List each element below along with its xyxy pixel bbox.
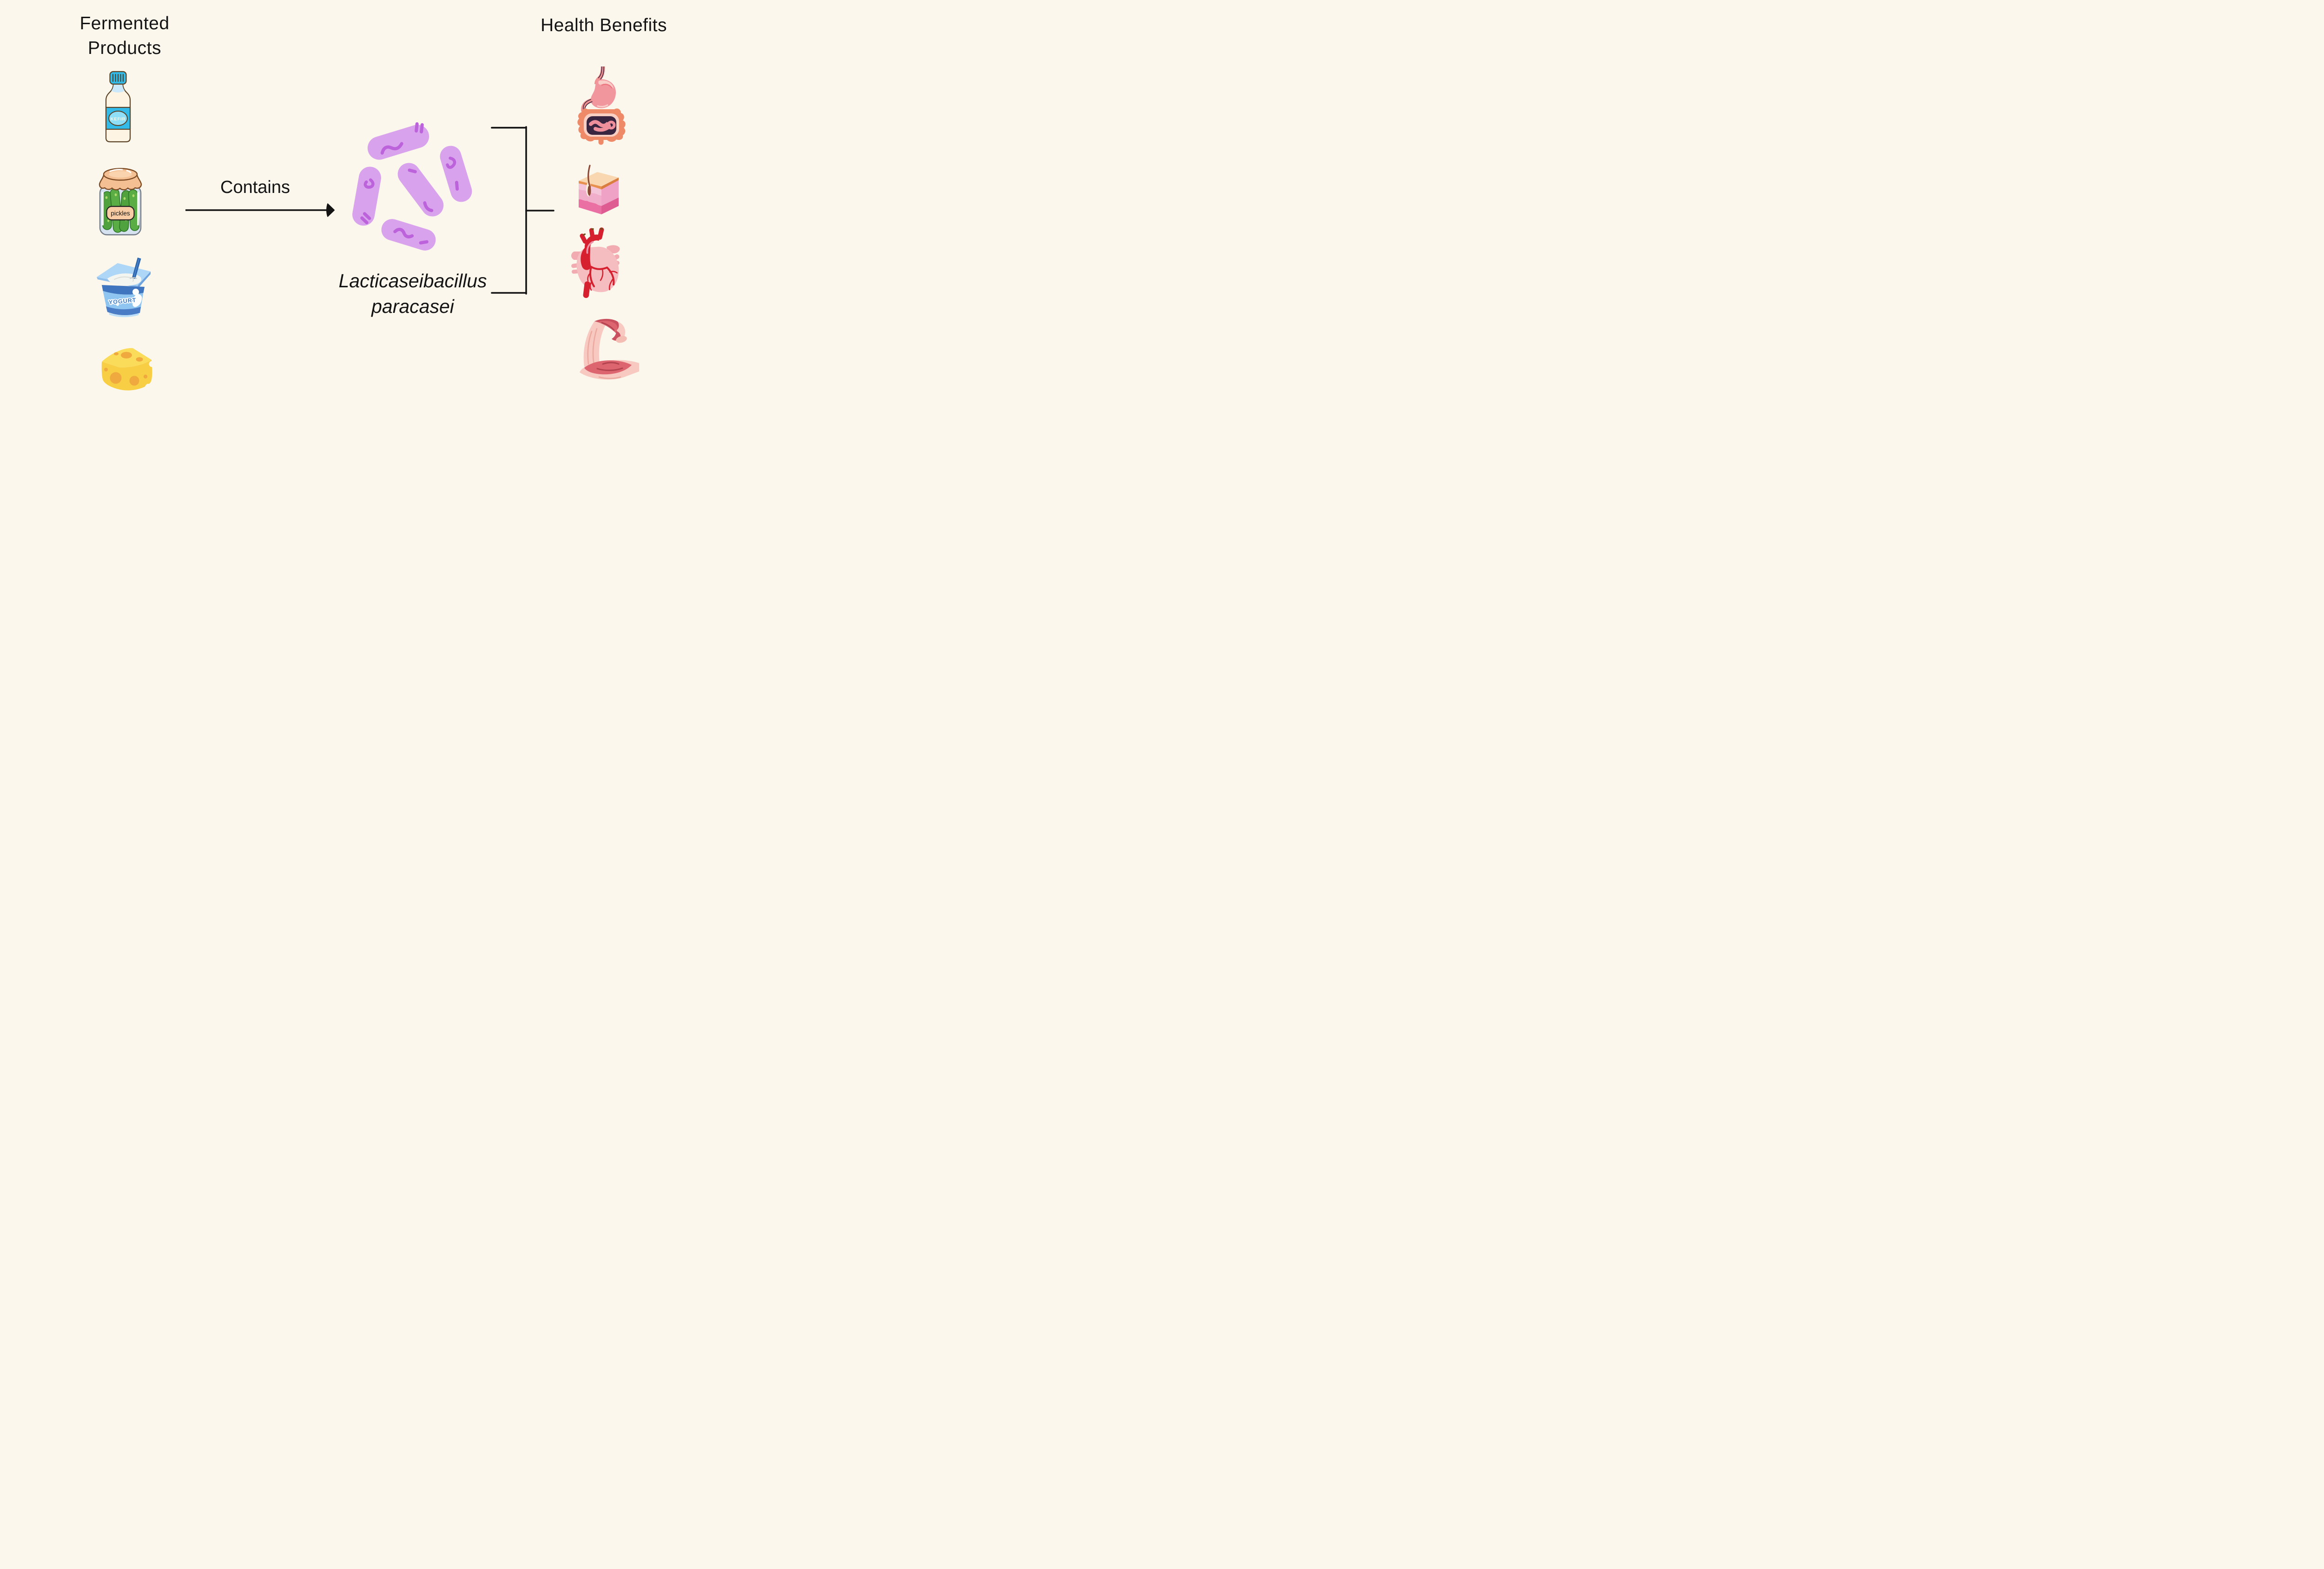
jar-shine-right	[137, 192, 139, 225]
cheese-wedge-icon	[101, 348, 155, 391]
cheese-notches	[145, 361, 155, 391]
aorta-tips	[582, 228, 603, 236]
bacterium-right	[440, 146, 472, 202]
bacterium-bottom	[381, 219, 436, 251]
bacterium-left	[352, 166, 381, 226]
intestines	[577, 108, 626, 145]
yogurt-spoon	[130, 258, 141, 279]
heart-icon	[571, 227, 620, 298]
pickles-label-text: pickles	[111, 210, 130, 217]
kefir-bottle-icon: KEFIR	[105, 71, 131, 143]
diagram-stage: Fermented Products KEFIR	[0, 0, 744, 418]
contains-arrow	[185, 203, 335, 217]
skin-icon	[579, 165, 619, 214]
bacterium-top	[367, 122, 429, 160]
skin-cube	[579, 172, 619, 214]
digestive-system-icon	[577, 66, 626, 145]
jar-shine-left	[102, 192, 104, 225]
pickles-label: pickles	[106, 205, 135, 221]
yogurt-cup-body: YOGURT	[102, 285, 145, 318]
fermented-products-title: Fermented Products	[32, 11, 218, 60]
health-benefits-title: Health Benefits	[541, 15, 667, 35]
hair-follicle	[586, 165, 591, 197]
yogurt-cup-icon: YOGURT	[97, 258, 151, 318]
cheese-holes	[104, 352, 148, 386]
organism-name-line1: Lacticaseibacillus	[338, 270, 487, 291]
benefits-bracket	[491, 126, 555, 295]
bacteria-illustration	[352, 122, 472, 251]
shoulder-muscle	[594, 318, 621, 335]
kefir-label: KEFIR	[105, 106, 131, 130]
forearm-muscle	[584, 360, 632, 375]
fermented-products-title-line2: Products	[88, 38, 161, 58]
bacterium-center	[397, 163, 444, 217]
pickles-lid	[99, 168, 142, 191]
upper-arm	[583, 321, 607, 367]
fist	[612, 322, 627, 343]
coronary-arteries	[587, 266, 618, 291]
stomach	[590, 79, 616, 108]
muscle-icon	[580, 318, 639, 380]
pickles-jar-icon: pickles	[99, 168, 142, 236]
fermented-products-title-line1: Fermented	[79, 13, 170, 33]
kefir-label-text: KEFIR	[111, 117, 126, 122]
contains-label: Contains	[220, 178, 290, 197]
organism-name: Lacticaseibacillus paracasei	[320, 268, 506, 319]
connector-lines	[185, 126, 555, 295]
organism-name-line2: paracasei	[371, 296, 454, 317]
aorta	[580, 227, 604, 298]
aorta-shine	[586, 241, 594, 254]
